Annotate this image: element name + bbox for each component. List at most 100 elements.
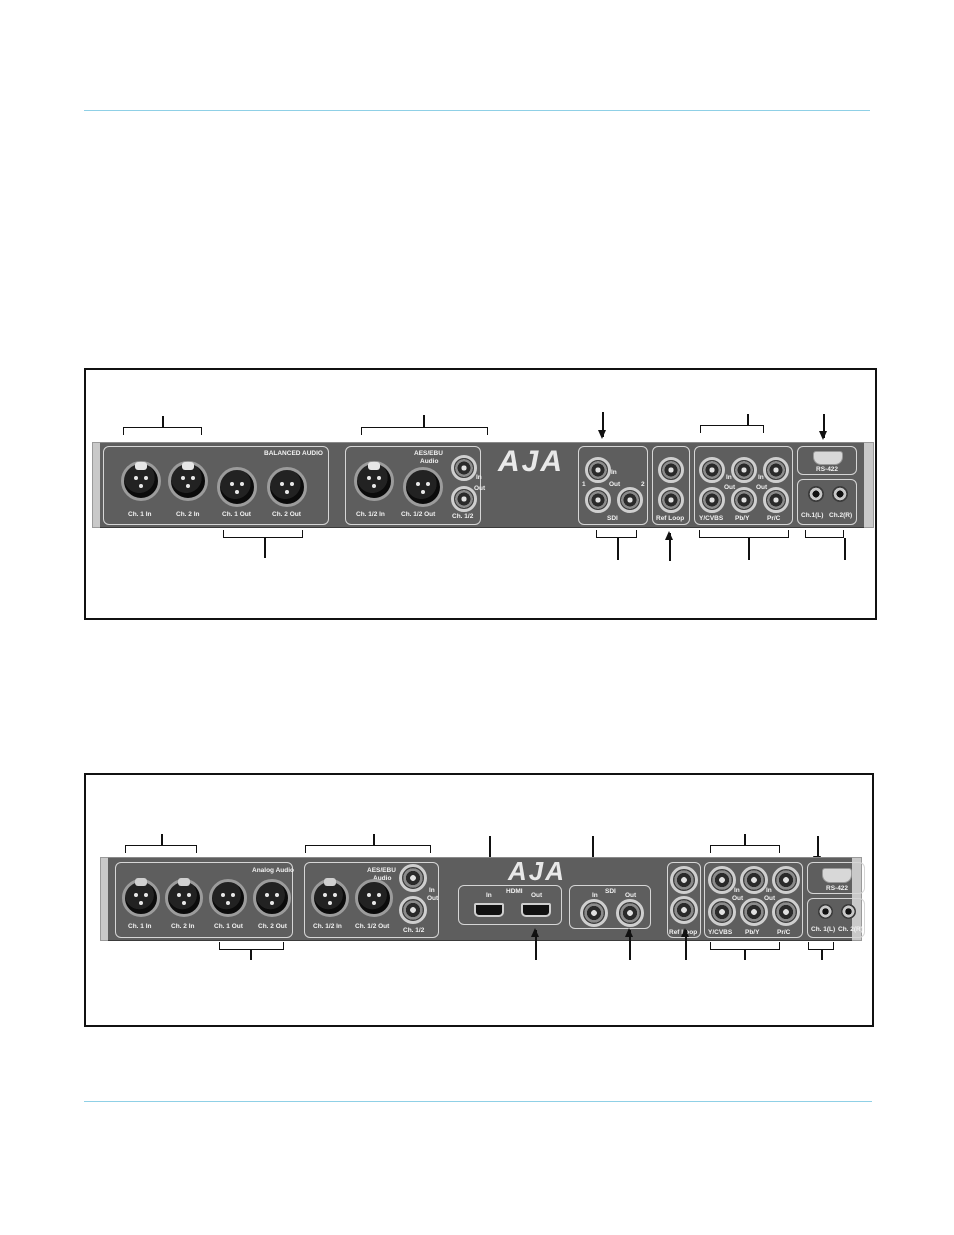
ch2-out-label: Ch. 2 Out bbox=[272, 511, 301, 518]
aes-in-label-2: In bbox=[429, 887, 435, 894]
bnc2-sdi-in bbox=[580, 899, 608, 927]
bnc2-pr-out bbox=[772, 898, 800, 926]
ycvbs-label-2: Y/CVBS bbox=[708, 929, 733, 936]
sdi-group: In Out 1 2 SDI bbox=[578, 446, 648, 525]
hdmi-in-port bbox=[474, 903, 504, 917]
rear-panel-1: BALANCED AUDIO Ch. 1 In Ch. 2 In Ch. 1 O… bbox=[100, 442, 864, 528]
hdmi-group: HDMI In Out bbox=[458, 885, 562, 925]
bnc-aes-in bbox=[451, 455, 477, 481]
comp-out-label-1: Out bbox=[724, 484, 736, 491]
figure-1-frame: BALANCED AUDIO Ch. 1 In Ch. 2 In Ch. 1 O… bbox=[84, 368, 877, 620]
callout-brace-component-in bbox=[700, 425, 764, 433]
callout2-arrow-sdi-out bbox=[626, 928, 632, 960]
analog-audio-label: Analog Audio bbox=[252, 867, 295, 874]
callout-brace-rca bbox=[805, 530, 844, 538]
sdi-group-2: SDI In Out bbox=[569, 885, 651, 929]
rear-panel-2: Analog Audio Ch. 1 In Ch. 2 In Ch. 1 Out… bbox=[108, 856, 865, 941]
callout-brace-analog-out bbox=[223, 530, 303, 538]
pby-label-2: Pb/Y bbox=[745, 929, 760, 936]
aes-audio-label: Audio bbox=[420, 458, 439, 465]
rca-ch2 bbox=[832, 486, 848, 502]
comp-out-label-2: Out bbox=[756, 484, 768, 491]
aes-in-label: In bbox=[476, 474, 482, 481]
ycvbs-label: Y/CVBS bbox=[699, 515, 724, 522]
callout2-brace-aes-ebu bbox=[305, 845, 431, 853]
sdi-label-2: SDI bbox=[605, 888, 616, 895]
bnc2-y-in bbox=[708, 866, 736, 894]
ch12-out-label-2: Ch. 1/2 Out bbox=[355, 923, 390, 930]
ref-loop-group-2: Ref Loop bbox=[667, 862, 701, 938]
component-group-2: In In Out Out Y/CVBS Pb/Y Pr/C bbox=[704, 862, 803, 938]
bnc-y-in bbox=[699, 457, 725, 483]
callout2-brace-analog-out bbox=[219, 942, 284, 950]
hdmi-out-port bbox=[521, 903, 551, 917]
xlr2-aes-out bbox=[355, 879, 393, 917]
ch12-label: Ch. 1/2 bbox=[452, 513, 474, 520]
ch2r-label: Ch.2(R) bbox=[829, 512, 853, 519]
xlr2-aes-in bbox=[311, 878, 349, 917]
xlr-aes-out bbox=[403, 467, 443, 507]
bnc2-aes-in bbox=[399, 864, 427, 892]
balanced-audio-label: BALANCED AUDIO bbox=[264, 450, 323, 457]
ch12-in-label: Ch. 1/2 In bbox=[356, 511, 385, 518]
xlr2-ch2-out bbox=[253, 879, 291, 917]
callout-brace-component-out bbox=[699, 530, 789, 538]
bnc-pb-out bbox=[731, 487, 757, 513]
callout2-brace-analog-in bbox=[125, 845, 197, 853]
xlr2-ch2-in bbox=[165, 878, 203, 917]
figure-2-frame: Analog Audio Ch. 1 In Ch. 2 In Ch. 1 Out… bbox=[84, 773, 874, 1027]
bnc-y-out bbox=[699, 487, 725, 513]
rca-group: Ch.1(L) Ch.2(R) bbox=[797, 479, 857, 525]
rs422-group: RS-422 bbox=[797, 446, 857, 475]
bnc2-pr-in bbox=[772, 866, 800, 894]
rs422-port-2 bbox=[822, 868, 852, 883]
hdmi-in-label: In bbox=[486, 892, 492, 899]
comp2-in-label-2: In bbox=[766, 887, 772, 894]
ch1-out-label: Ch. 1 Out bbox=[222, 511, 251, 518]
hdmi-label: HDMI bbox=[506, 888, 523, 895]
aes-audio-label-2: Audio bbox=[373, 875, 392, 882]
bnc2-pb-in bbox=[740, 866, 768, 894]
xlr-ch2-in bbox=[168, 461, 208, 501]
sdi-1-label: 1 bbox=[582, 481, 586, 488]
aes-ebu-label-2: AES/EBU bbox=[367, 867, 396, 874]
bnc-sdi-out-1 bbox=[585, 487, 611, 513]
ch1-in-label: Ch. 1 In bbox=[128, 511, 152, 518]
aes-out-label-2: Out bbox=[427, 895, 439, 902]
callout-brace-aes-ebu bbox=[361, 427, 488, 435]
callout-arrow-rs422 bbox=[820, 414, 826, 440]
bnc-ref-out bbox=[658, 487, 684, 513]
aes-ebu-group-2: AES/EBU Audio In Out Ch. 1/2 In Ch. 1/2 … bbox=[304, 862, 439, 938]
ch1l-label-2: Ch. 1(L) bbox=[811, 926, 836, 933]
rca-group-2: Ch. 1(L) Ch. 2(R) bbox=[807, 898, 865, 938]
callout2-arrow-hdmi-out bbox=[532, 928, 538, 960]
analog-audio-group: Analog Audio Ch. 1 In Ch. 2 In Ch. 1 Out… bbox=[115, 862, 295, 938]
ch2-in-label-2: Ch. 2 In bbox=[171, 923, 195, 930]
callout-arrow-sdi-in bbox=[599, 412, 605, 439]
xlr-ch1-in bbox=[121, 461, 161, 501]
bnc2-ref-in bbox=[670, 866, 698, 894]
ref-loop-label: Ref Loop bbox=[656, 515, 685, 522]
callout-brace-analog-in bbox=[123, 427, 202, 435]
bnc-pr-in bbox=[763, 457, 789, 483]
ch2-out-label-2: Ch. 2 Out bbox=[258, 923, 287, 930]
bnc2-y-out bbox=[708, 898, 736, 926]
aja-logo: AJA bbox=[498, 445, 565, 478]
callout2-arrow-ref-loop bbox=[682, 928, 688, 960]
rca2-ch2 bbox=[841, 904, 856, 919]
bnc2-pb-out bbox=[740, 898, 768, 926]
xlr-ch2-out bbox=[267, 467, 307, 507]
component-group: In In Out Out Y/CVBS Pb/Y Pr/C bbox=[694, 446, 793, 525]
rs422-port bbox=[813, 451, 843, 465]
header-rule bbox=[84, 110, 870, 111]
comp-in-label-2: In bbox=[758, 474, 764, 481]
rca2-ch1 bbox=[818, 904, 833, 919]
ch12-out-label: Ch. 1/2 Out bbox=[401, 511, 436, 518]
ch12-label-2: Ch. 1/2 bbox=[403, 927, 425, 934]
sdi-out-label: Out bbox=[609, 481, 621, 488]
xlr-aes-in bbox=[354, 461, 394, 501]
rs422-group-2: RS-422 bbox=[807, 862, 865, 894]
aja-logo-2: AJA bbox=[508, 856, 567, 886]
sdi-in-label-2: In bbox=[592, 892, 598, 899]
bnc2-sdi-out bbox=[616, 899, 644, 927]
